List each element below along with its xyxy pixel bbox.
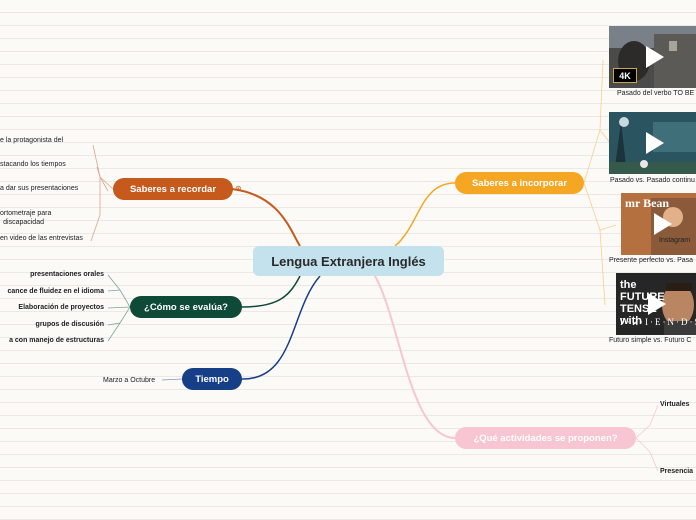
list-item[interactable]: e la protagonista del [0, 137, 64, 144]
list-item[interactable]: discapacidad [3, 219, 44, 226]
branch-que-actividades-se-proponen[interactable]: ¿Qué actividades se proponen? [455, 427, 636, 449]
video-thumbnail[interactable]: mr Bean Instagram [621, 193, 696, 255]
branch-label: Tiempo [195, 373, 229, 385]
video-thumbnail[interactable]: 4K [609, 26, 696, 88]
branch-saberes-a-recordar[interactable]: Saberes a recordar [113, 178, 233, 200]
thumbnail-subtitle: F·R·I·E·N·D·S [620, 317, 696, 327]
video-thumbnail[interactable]: the FUTURE TENSE with F·R·I·E·N·D·S [616, 273, 696, 335]
link-icon[interactable]: ⊛ [235, 184, 242, 193]
branch-tiempo[interactable]: Tiempo [182, 368, 242, 390]
branch-label: ¿Qué actividades se proponen? [473, 432, 618, 444]
play-icon[interactable] [654, 213, 672, 235]
list-item[interactable]: presentaciones orales [30, 271, 104, 278]
video-caption[interactable]: Futuro simple vs. Futuro C [609, 337, 692, 344]
thumbnail-text: Instagram [659, 237, 691, 244]
video-thumbnail[interactable] [609, 112, 696, 174]
thumbnail-title: mr Bean [625, 196, 670, 210]
list-item[interactable]: grupos de discusión [35, 321, 104, 328]
branch-label: Saberes a recordar [129, 183, 217, 195]
list-item[interactable]: en video de las entrevistas [0, 235, 83, 242]
list-item[interactable]: a dar sus presentaciones [0, 185, 79, 192]
list-item[interactable]: cance de fluidez en el idioma [7, 288, 104, 295]
list-item[interactable]: Marzo a Octubre [103, 377, 156, 384]
central-topic-label: Lengua Extranjera Inglés [271, 253, 426, 269]
branch-como-se-evalua[interactable]: ¿Cómo se evalúa? [130, 296, 242, 318]
4k-badge: 4K [613, 68, 637, 83]
list-item[interactable]: a con manejo de estructuras [9, 337, 104, 344]
play-icon[interactable] [646, 46, 664, 68]
list-item[interactable]: stacando los tiempos [0, 161, 66, 168]
branch-saberes-a-incorporar[interactable]: Saberes a incorporar [455, 172, 584, 194]
central-topic[interactable]: Lengua Extranjera Inglés [253, 246, 444, 276]
play-icon[interactable] [648, 293, 666, 315]
video-caption[interactable]: Pasado del verbo TO BE [617, 90, 695, 97]
video-caption[interactable]: Presente perfecto vs. Pasa [609, 257, 694, 264]
list-item[interactable]: Elaboración de proyectos [18, 304, 104, 311]
branch-label: Saberes a incorporar [471, 177, 568, 189]
play-icon[interactable] [646, 132, 664, 154]
list-item[interactable]: Presencia [660, 468, 694, 475]
branch-label: ¿Cómo se evalúa? [144, 301, 228, 313]
list-item[interactable]: Virtuales [660, 401, 690, 408]
video-caption[interactable]: Pasado vs. Pasado continu [610, 177, 695, 184]
list-item[interactable]: ortometraje para [0, 210, 52, 217]
